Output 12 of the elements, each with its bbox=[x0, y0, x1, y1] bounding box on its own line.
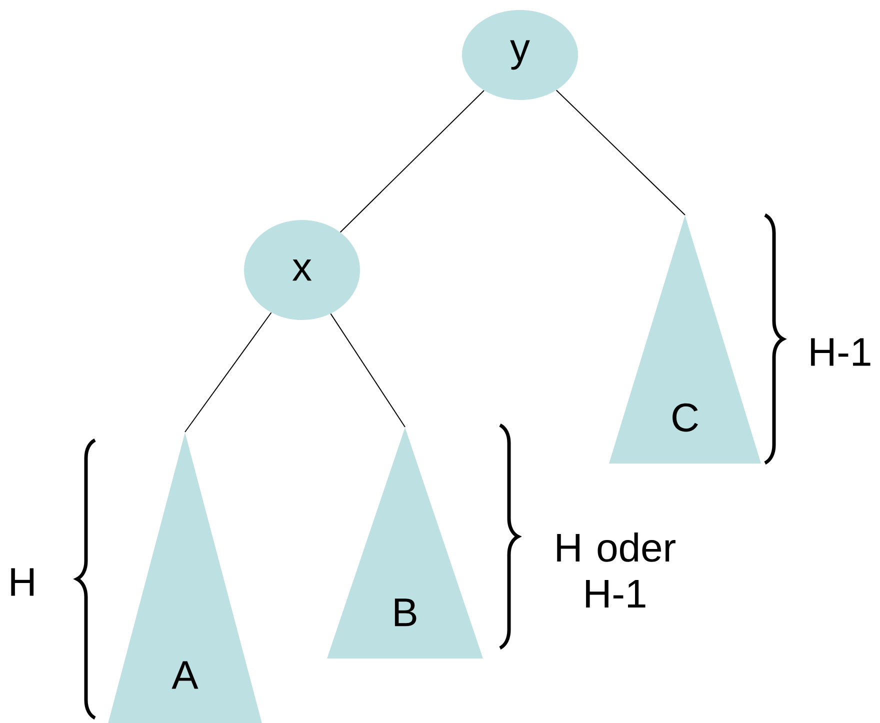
tree-node: y bbox=[462, 10, 578, 100]
height-label: H bbox=[11, 568, 34, 596]
tree-edge bbox=[330, 313, 406, 428]
subtree-triangle: A bbox=[108, 432, 262, 723]
subtree-triangle: C bbox=[609, 216, 761, 464]
tree-edge bbox=[340, 90, 484, 233]
height-label: H-1 bbox=[811, 338, 870, 366]
tree-node: x bbox=[244, 220, 360, 320]
tree-edge bbox=[184, 312, 272, 432]
height-label: H oder H-1 bbox=[557, 532, 676, 608]
subtree-triangle: B bbox=[327, 428, 483, 659]
tree-edge bbox=[556, 90, 686, 216]
